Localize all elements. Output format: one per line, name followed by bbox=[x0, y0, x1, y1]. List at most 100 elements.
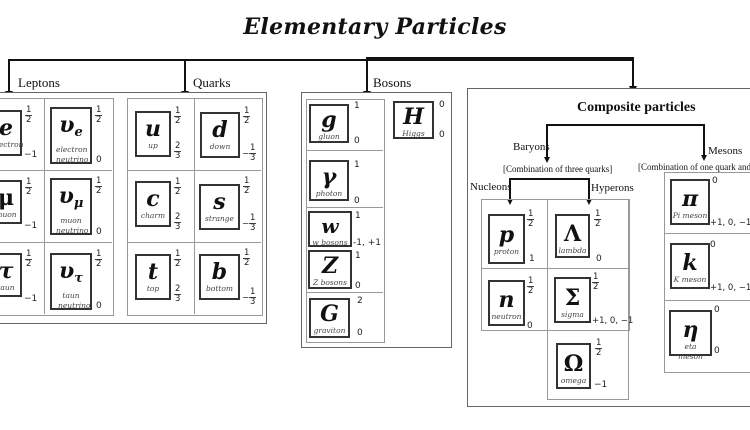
connector-mesons bbox=[703, 124, 705, 156]
symbol: s bbox=[213, 189, 226, 215]
arrow-hyperons bbox=[586, 199, 592, 205]
connector-bosons bbox=[366, 59, 368, 93]
grid-line bbox=[306, 150, 383, 151]
nucleons-grid bbox=[481, 199, 630, 331]
grid-line bbox=[127, 242, 261, 243]
particle-name: electron neutrino bbox=[56, 145, 89, 164]
particle-name: taun bbox=[0, 283, 15, 292]
quarks-grid bbox=[127, 98, 263, 316]
grid-line bbox=[664, 233, 750, 234]
charge: 0 bbox=[596, 254, 602, 264]
particle-name: omega bbox=[560, 376, 587, 385]
particle-name: bottom bbox=[206, 284, 233, 293]
particle-higgs: H Higgs bbox=[393, 101, 434, 139]
symbol: η bbox=[682, 317, 699, 343]
symbol: μ bbox=[0, 185, 15, 211]
grid-line bbox=[481, 330, 628, 331]
particle-name: sigma bbox=[561, 310, 584, 319]
particle-strange-quark: s strange bbox=[199, 184, 240, 230]
charge: +1, 0, −1 bbox=[592, 316, 634, 326]
connector-hyperons bbox=[588, 178, 590, 200]
particle-name: Z bosons bbox=[313, 278, 347, 287]
particle-tau: τ taun bbox=[0, 253, 22, 297]
label-leptons: Leptons bbox=[18, 75, 60, 90]
symbol: υτ bbox=[58, 258, 83, 286]
particle-gluon: g gluon bbox=[309, 104, 349, 143]
grid-line bbox=[0, 242, 112, 243]
leptons-grid bbox=[0, 98, 114, 316]
connector-quarks bbox=[184, 59, 186, 93]
particle-name: photon bbox=[315, 189, 343, 198]
particle-omega: Ω omega bbox=[556, 343, 591, 389]
symbol: υμ bbox=[58, 183, 84, 211]
connector-top-bar bbox=[8, 59, 632, 61]
symbol: τ bbox=[0, 258, 14, 284]
symbol: t bbox=[147, 259, 159, 285]
connector-nucleons bbox=[509, 178, 511, 200]
spin: 0 bbox=[712, 176, 718, 186]
symbol: n bbox=[498, 287, 515, 313]
grid-line bbox=[127, 170, 261, 171]
symbol: e bbox=[0, 115, 13, 141]
symbol: G bbox=[320, 301, 339, 327]
symbol: Σ bbox=[564, 285, 581, 311]
charge: −1 bbox=[24, 221, 38, 231]
charge: 0 bbox=[357, 328, 363, 338]
diagram-title: Elementary Particles bbox=[243, 14, 507, 40]
connector-baryons-mesons bbox=[546, 124, 704, 126]
grid-line bbox=[306, 207, 383, 208]
particle-z-bosons: Z Z bosons bbox=[308, 250, 352, 289]
spin: 1 bbox=[354, 160, 360, 170]
particle-name: taun neutrino bbox=[58, 291, 91, 310]
label-baryons: Baryons bbox=[513, 141, 550, 153]
particle-top-quark: t top bbox=[135, 254, 171, 300]
spin: 1 bbox=[354, 101, 360, 111]
particle-graviton: G graviton bbox=[309, 298, 350, 338]
symbol: d bbox=[212, 117, 228, 143]
particle-name: muon bbox=[0, 210, 17, 219]
symbol: w bbox=[321, 214, 339, 238]
charge: 0 bbox=[527, 321, 533, 331]
particle-w-bosons: w w bosons bbox=[308, 211, 352, 247]
grid-line bbox=[547, 199, 548, 399]
particle-name: w bosons bbox=[312, 238, 348, 247]
particle-charm-quark: c charm bbox=[135, 181, 171, 227]
particle-name: top bbox=[146, 284, 160, 293]
particle-tau-neutrino: υτ taun neutrino bbox=[50, 253, 92, 310]
spin: 2 bbox=[357, 296, 363, 306]
particle-photon: γ photon bbox=[309, 160, 349, 201]
charge: −1 bbox=[24, 294, 38, 304]
particle-neutron: n neutron bbox=[488, 280, 525, 326]
charge: 0 bbox=[355, 281, 361, 291]
arrow-baryons bbox=[544, 157, 550, 163]
particle-eta-meson: η eta meson bbox=[669, 310, 712, 361]
charge: 0 bbox=[96, 227, 102, 237]
particle-name: up bbox=[148, 141, 158, 150]
connector-composite bbox=[632, 57, 634, 87]
charge: 0 bbox=[96, 155, 102, 165]
symbol: k bbox=[682, 250, 698, 276]
particle-name: K meson bbox=[673, 275, 707, 284]
spin: 0 bbox=[439, 100, 445, 110]
grid-line bbox=[194, 98, 195, 314]
charge: 0 bbox=[439, 130, 445, 140]
bosons-grid bbox=[306, 99, 385, 343]
grid-line bbox=[306, 292, 383, 293]
particle-name: electron bbox=[0, 140, 24, 149]
particle-name: lambda bbox=[558, 246, 587, 255]
symbol: Ω bbox=[563, 351, 584, 377]
charge: 0 bbox=[354, 136, 360, 146]
particle-name: muon neutrino bbox=[56, 216, 89, 235]
